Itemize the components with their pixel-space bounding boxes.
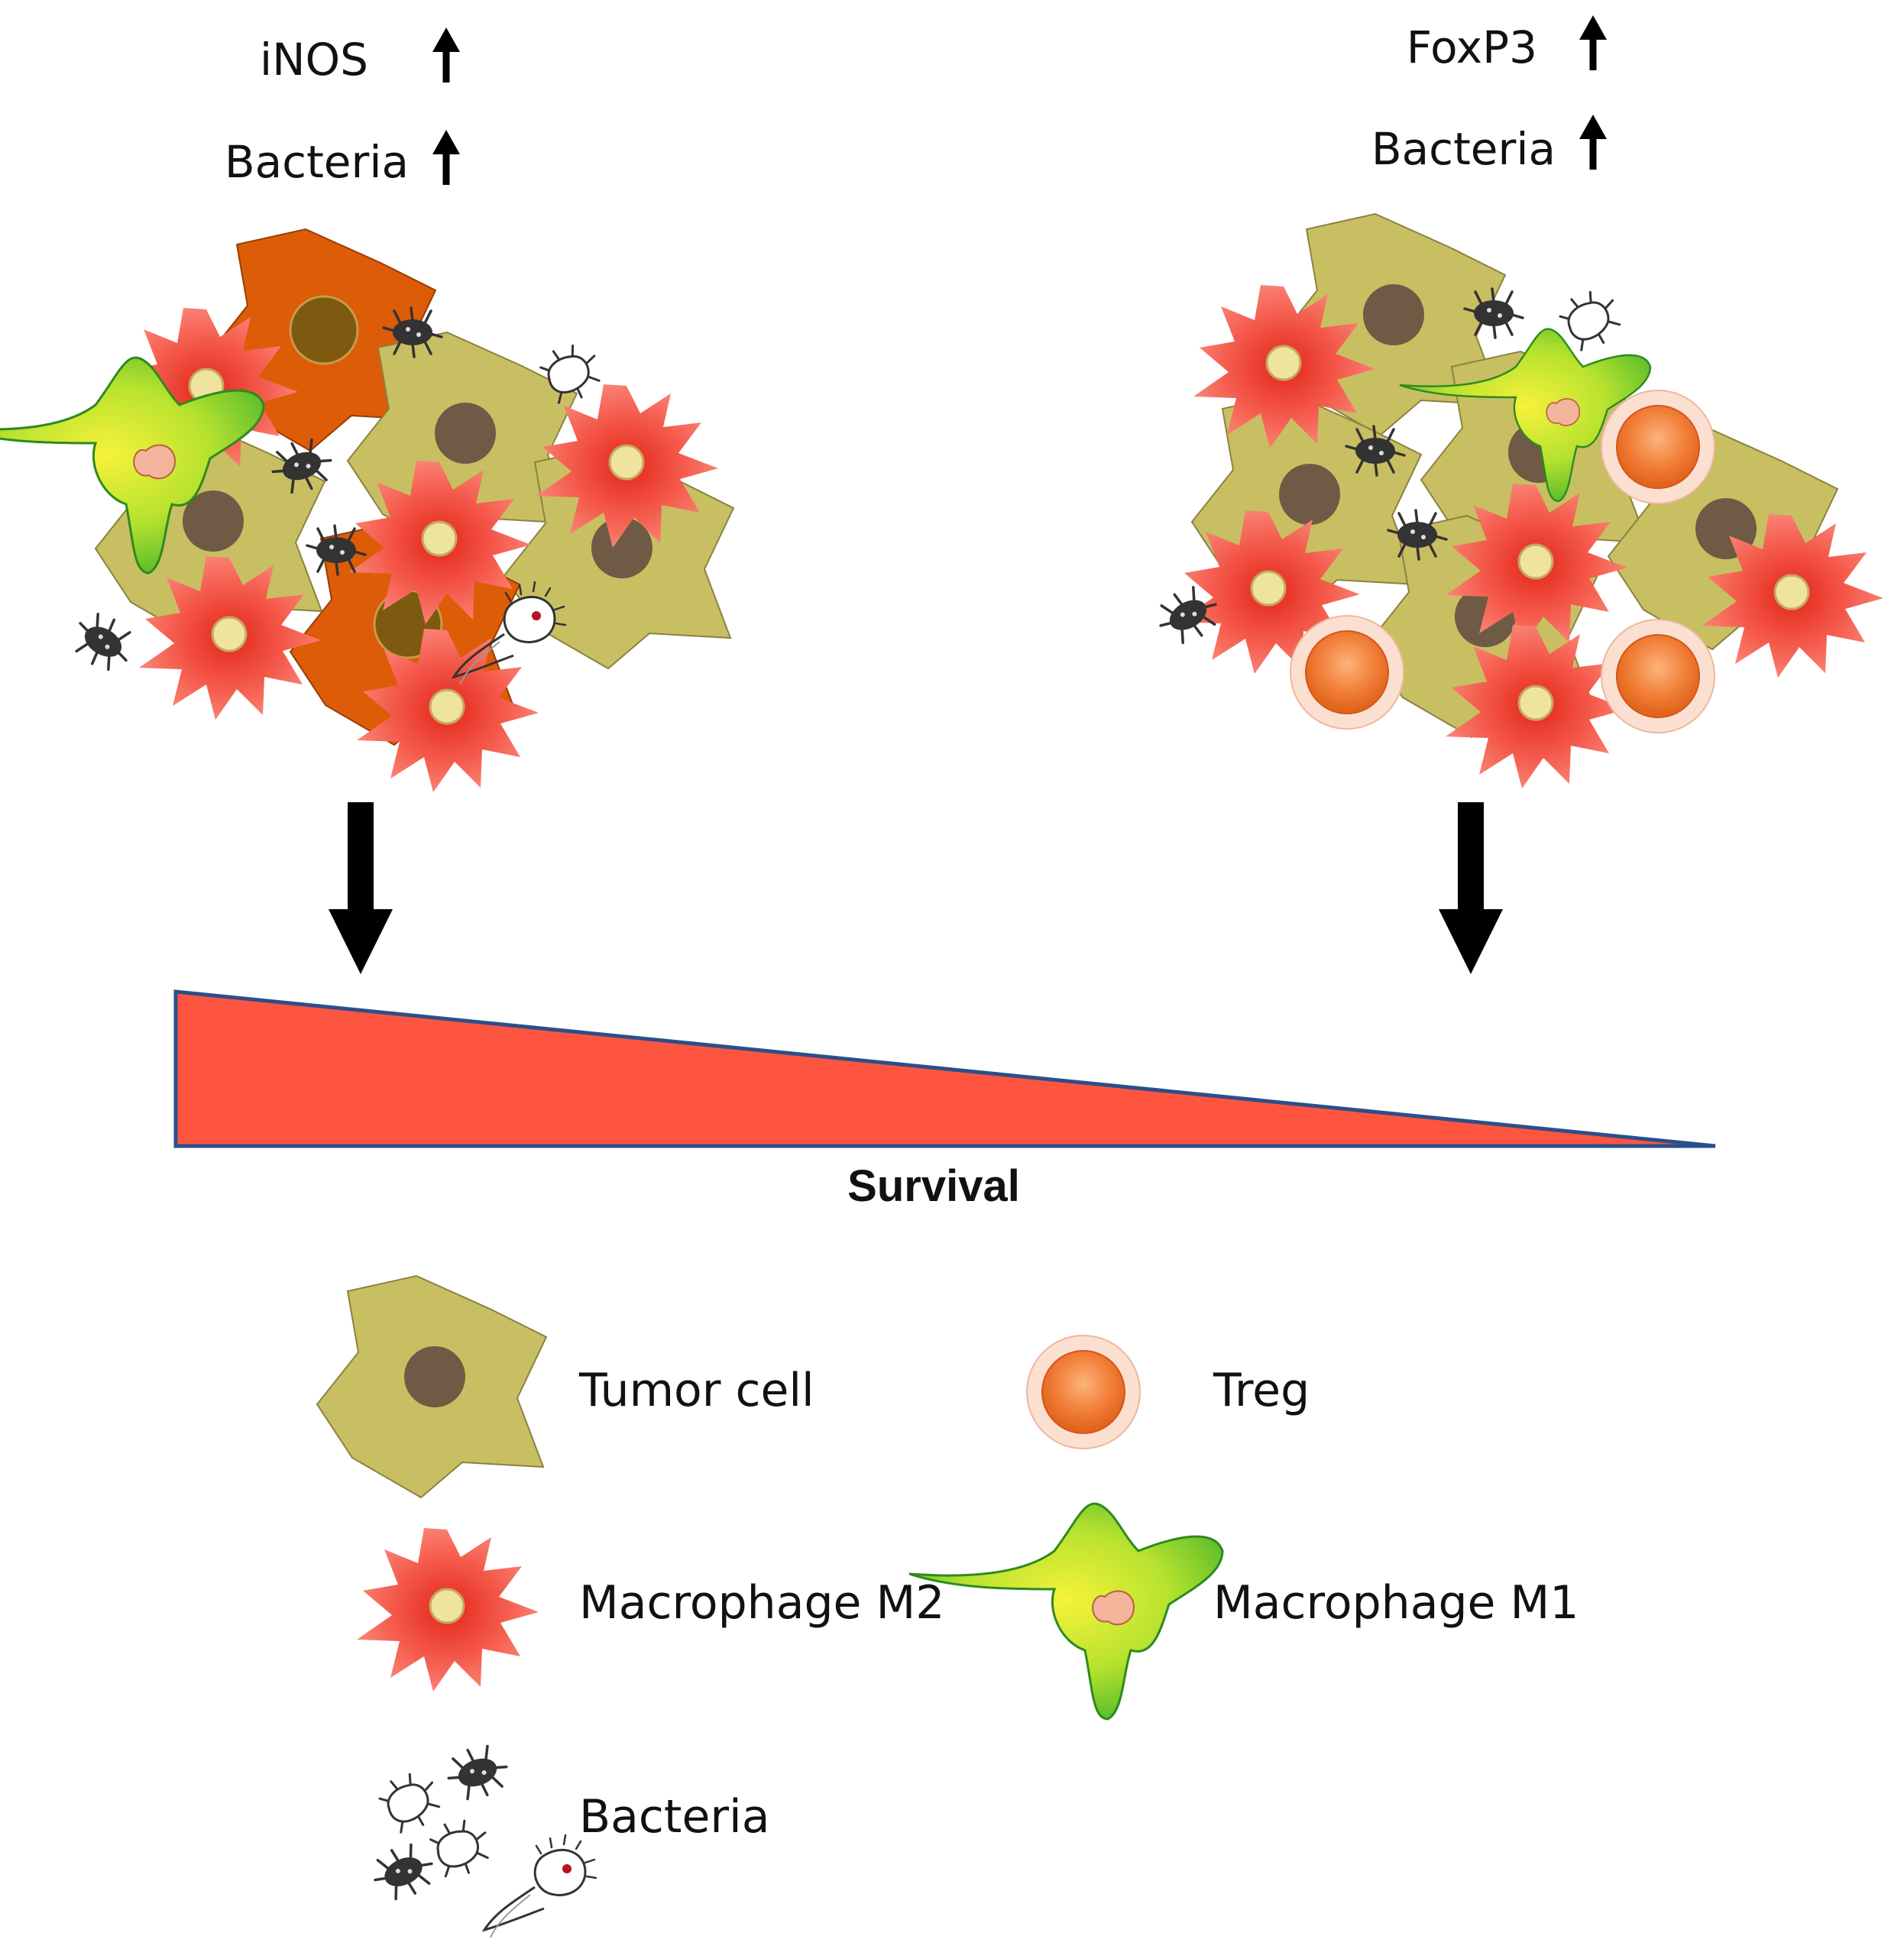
left-marker-inos: iNOS [260,28,460,86]
left-down-arrow-icon [329,802,393,974]
legend-item-treg: Treg [1026,1335,1310,1449]
macrophage-m1-icon [908,1502,1224,1721]
survival-gradient-wedge [173,989,1716,1148]
legend: Tumor cell Treg Macrophage M2 Macrophage… [316,1275,1579,1939]
left-marker-bacteria-label: Bacteria [225,136,409,188]
survival-label: Survival [847,1161,1020,1211]
right-tumor-cluster [1149,213,1885,790]
legend-treg-label: Treg [1213,1364,1310,1417]
macrophage-m2-icon [355,1527,540,1693]
legend-item-macrophage-m1: Macrophage M1 [908,1502,1579,1721]
legend-item-tumor-cell: Tumor cell [316,1275,814,1498]
right-marker-bacteria-label: Bacteria [1371,123,1556,175]
bacteria-icon [365,1738,597,1939]
treg-icon [1026,1335,1141,1449]
tumor-cell-icon [316,1275,547,1498]
legend-item-bacteria: Bacteria [365,1738,769,1939]
left-tumor-cluster [0,228,734,794]
right-marker-bacteria: Bacteria [1371,115,1607,175]
legend-item-macrophage-m2: Macrophage M2 [355,1527,944,1693]
legend-macrophage-m1-label: Macrophage M1 [1213,1576,1579,1630]
right-marker-foxp3-label: FoxP3 [1407,21,1537,73]
legend-tumor-cell-label: Tumor cell [578,1364,814,1417]
right-down-arrow-icon [1439,802,1503,974]
legend-macrophage-m2-label: Macrophage M2 [579,1576,944,1630]
left-marker-bacteria: Bacteria [225,130,460,188]
right-marker-foxp3: FoxP3 [1407,15,1607,73]
left-marker-inos-label: iNOS [260,34,368,86]
legend-bacteria-label: Bacteria [579,1790,769,1844]
